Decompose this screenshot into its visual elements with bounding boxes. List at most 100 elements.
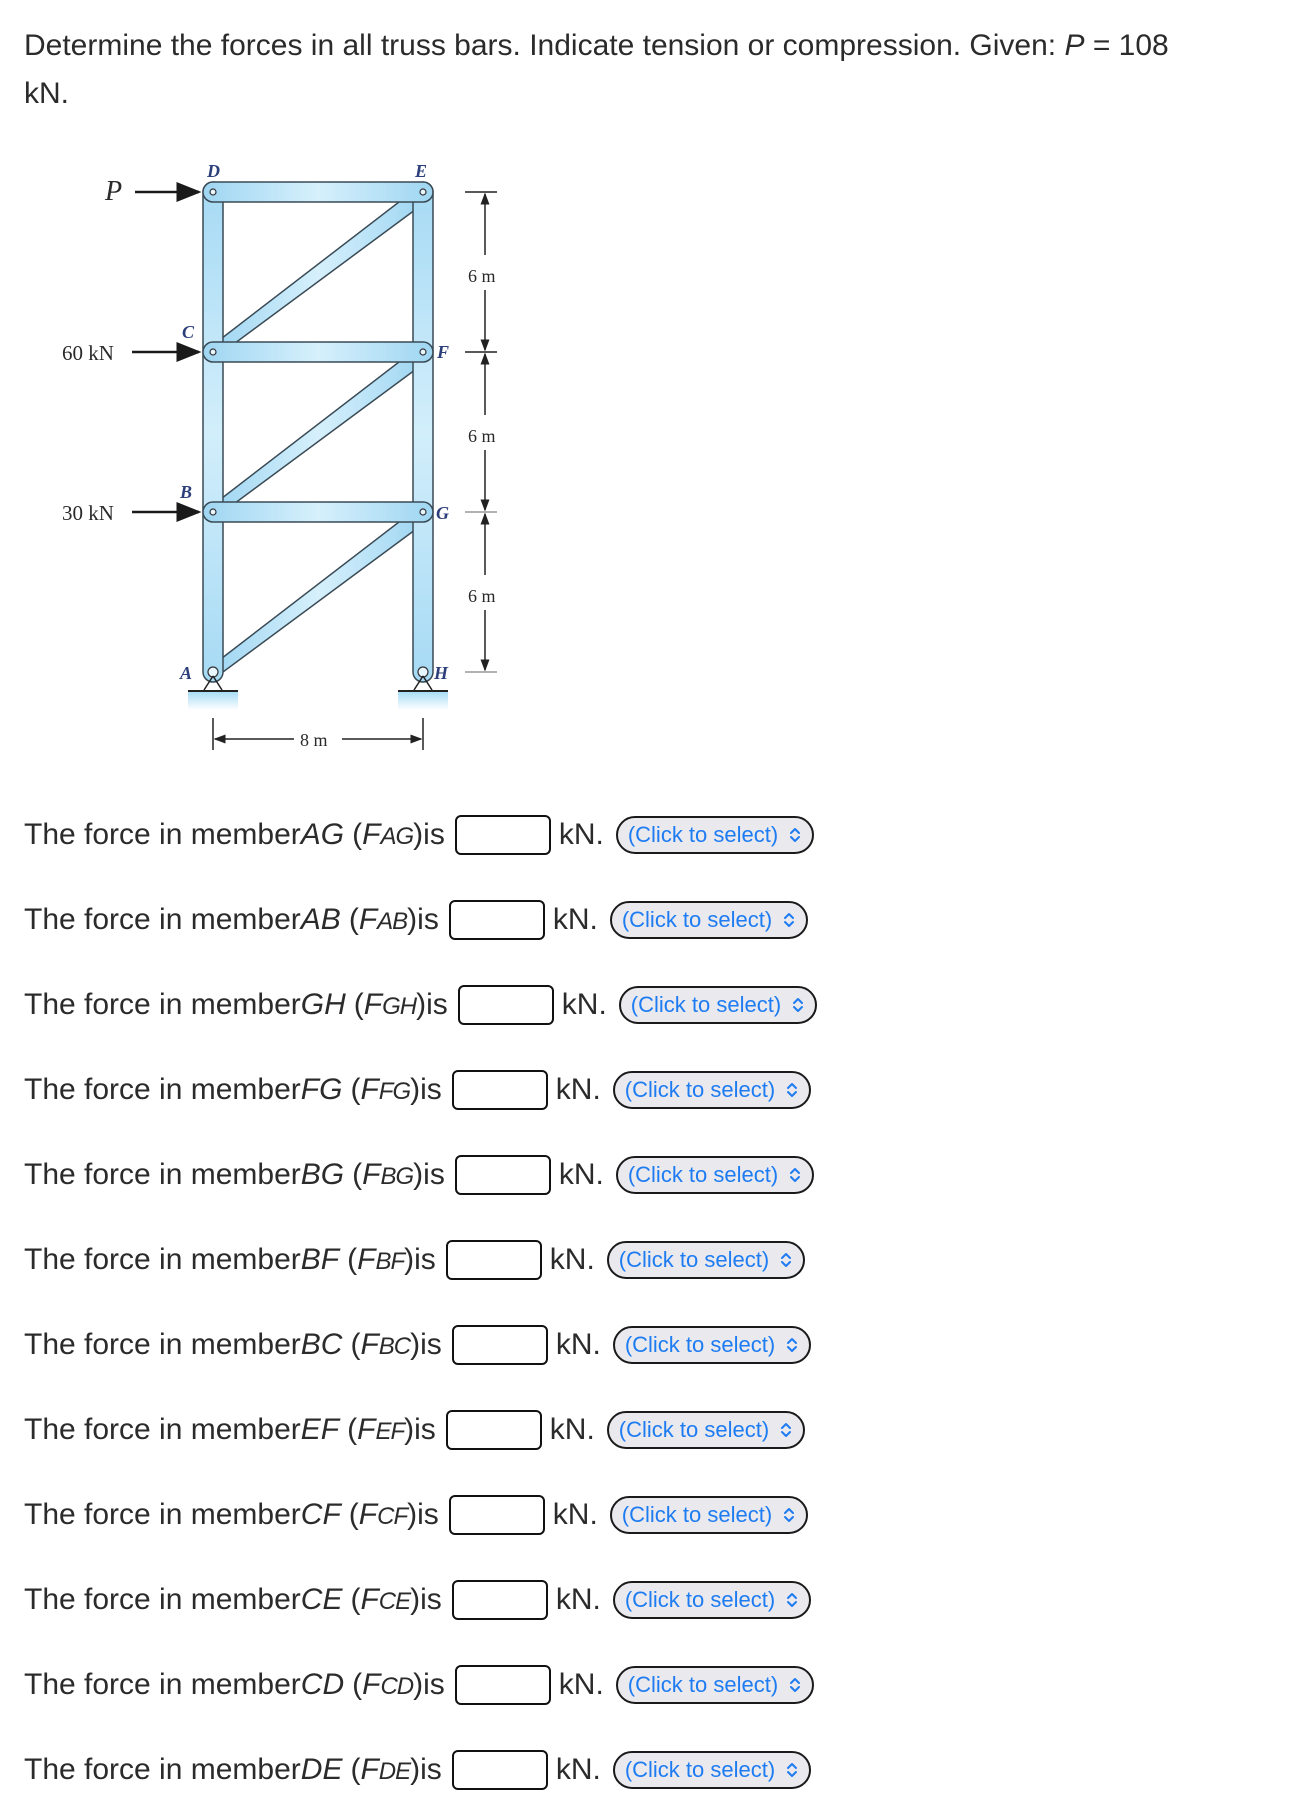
row-prefix: The force in member [24,903,301,936]
select-placeholder: (Click to select) [621,907,773,932]
force-input-bc[interactable] [451,1325,548,1365]
joint-B-label: B [179,482,192,502]
tension-compression-select-bc[interactable]: (Click to select) [612,1326,812,1364]
force-symbol: F [357,1413,376,1446]
horizontal-dimension [212,718,424,750]
unit-label: kN. [552,903,598,936]
paren-close: ) [407,903,418,936]
force-input-ef[interactable] [445,1410,542,1450]
unit-label: kN. [558,1668,604,1701]
select-placeholder: (Click to select) [621,1502,773,1527]
joint-G-label: G [436,503,449,523]
tension-compression-select-cd[interactable]: (Click to select) [615,1666,815,1704]
problem-statement: Determine the forces in all truss bars. … [24,22,1264,118]
chevron-up-down-icon [787,1593,798,1607]
load-B-label: 30 kN [62,501,114,525]
force-input-ag[interactable] [454,815,551,855]
row-prefix: The force in member [24,1668,301,1701]
row-prefix: The force in member [24,1073,301,1106]
paren-close: ) [413,1668,424,1701]
row-suffix: is [420,1583,442,1616]
paren-open: ( [352,1668,363,1701]
tension-compression-select-ce[interactable]: (Click to select) [612,1581,812,1619]
member-name: FG [300,1073,343,1106]
tension-compression-select-gh[interactable]: (Click to select) [618,986,818,1024]
force-input-bg[interactable] [454,1155,551,1195]
tension-compression-select-ag[interactable]: (Click to select) [615,816,815,854]
member-BG [202,501,434,523]
member-CE [211,191,424,353]
unit-label: kN. [552,1498,598,1531]
force-symbol: F [360,1753,379,1786]
force-symbol: F [358,903,378,936]
unit-label: kN. [558,1158,604,1191]
row-suffix: is [420,1073,442,1106]
row-suffix: is [423,818,445,851]
select-placeholder: (Click to select) [627,822,779,847]
unit-label: kN. [558,818,604,851]
tension-compression-select-bf[interactable]: (Click to select) [606,1241,806,1279]
tension-compression-select-de[interactable]: (Click to select) [612,1751,812,1789]
row-prefix: The force in member [24,1243,301,1276]
force-input-de[interactable] [451,1750,548,1790]
member-CF [202,341,434,363]
tension-compression-select-ef[interactable]: (Click to select) [606,1411,806,1449]
select-placeholder: (Click to select) [624,1757,776,1782]
vertical-dimension [465,191,497,673]
unit-label: kN. [549,1243,595,1276]
row-prefix: The force in member [24,1753,301,1786]
chevron-up-down-icon [787,1763,798,1777]
force-symbol: F [357,1243,376,1276]
prompt-value: = 108 [1084,29,1169,62]
ground-H [398,692,448,710]
force-symbol: F [360,1073,379,1106]
force-symbol: F [358,1498,378,1531]
paren-open: ( [348,903,359,936]
prompt-variable: P [1064,29,1085,62]
force-input-ab[interactable] [448,900,545,940]
load-arrows [132,182,202,522]
dim-panel-2: 6 m [468,426,496,446]
chevron-up-down-icon [790,828,801,842]
force-input-cd[interactable] [454,1665,551,1705]
chevron-up-down-icon [781,1253,792,1267]
unit-label: kN. [555,1753,601,1786]
force-symbol: F [360,1583,379,1616]
prompt-text: Determine the forces in all truss bars. … [24,29,1065,62]
member-BF [211,351,424,513]
row-suffix: is [417,903,439,936]
chevron-up-down-icon [787,1338,798,1352]
force-input-bf[interactable] [445,1240,542,1280]
chevron-up-down-icon [787,1083,798,1097]
paren-open: ( [352,818,363,851]
load-P-label: P [104,176,122,207]
tension-compression-select-cf[interactable]: (Click to select) [609,1496,809,1534]
paren-open: ( [352,1158,363,1191]
tension-compression-select-fg[interactable]: (Click to select) [612,1071,812,1109]
force-input-ce[interactable] [451,1580,548,1620]
row-suffix: is [420,1753,442,1786]
row-suffix: is [423,1158,445,1191]
paren-open: ( [350,1583,361,1616]
force-input-gh[interactable] [457,985,554,1025]
member-name: CD [300,1668,345,1701]
tension-compression-select-bg[interactable]: (Click to select) [615,1156,815,1194]
row-prefix: The force in member [24,818,301,851]
force-input-cf[interactable] [448,1495,545,1535]
force-input-fg[interactable] [451,1070,548,1110]
row-prefix: The force in member [24,1413,301,1446]
member-name: DE [300,1753,343,1786]
tension-compression-select-ab[interactable]: (Click to select) [609,901,809,939]
